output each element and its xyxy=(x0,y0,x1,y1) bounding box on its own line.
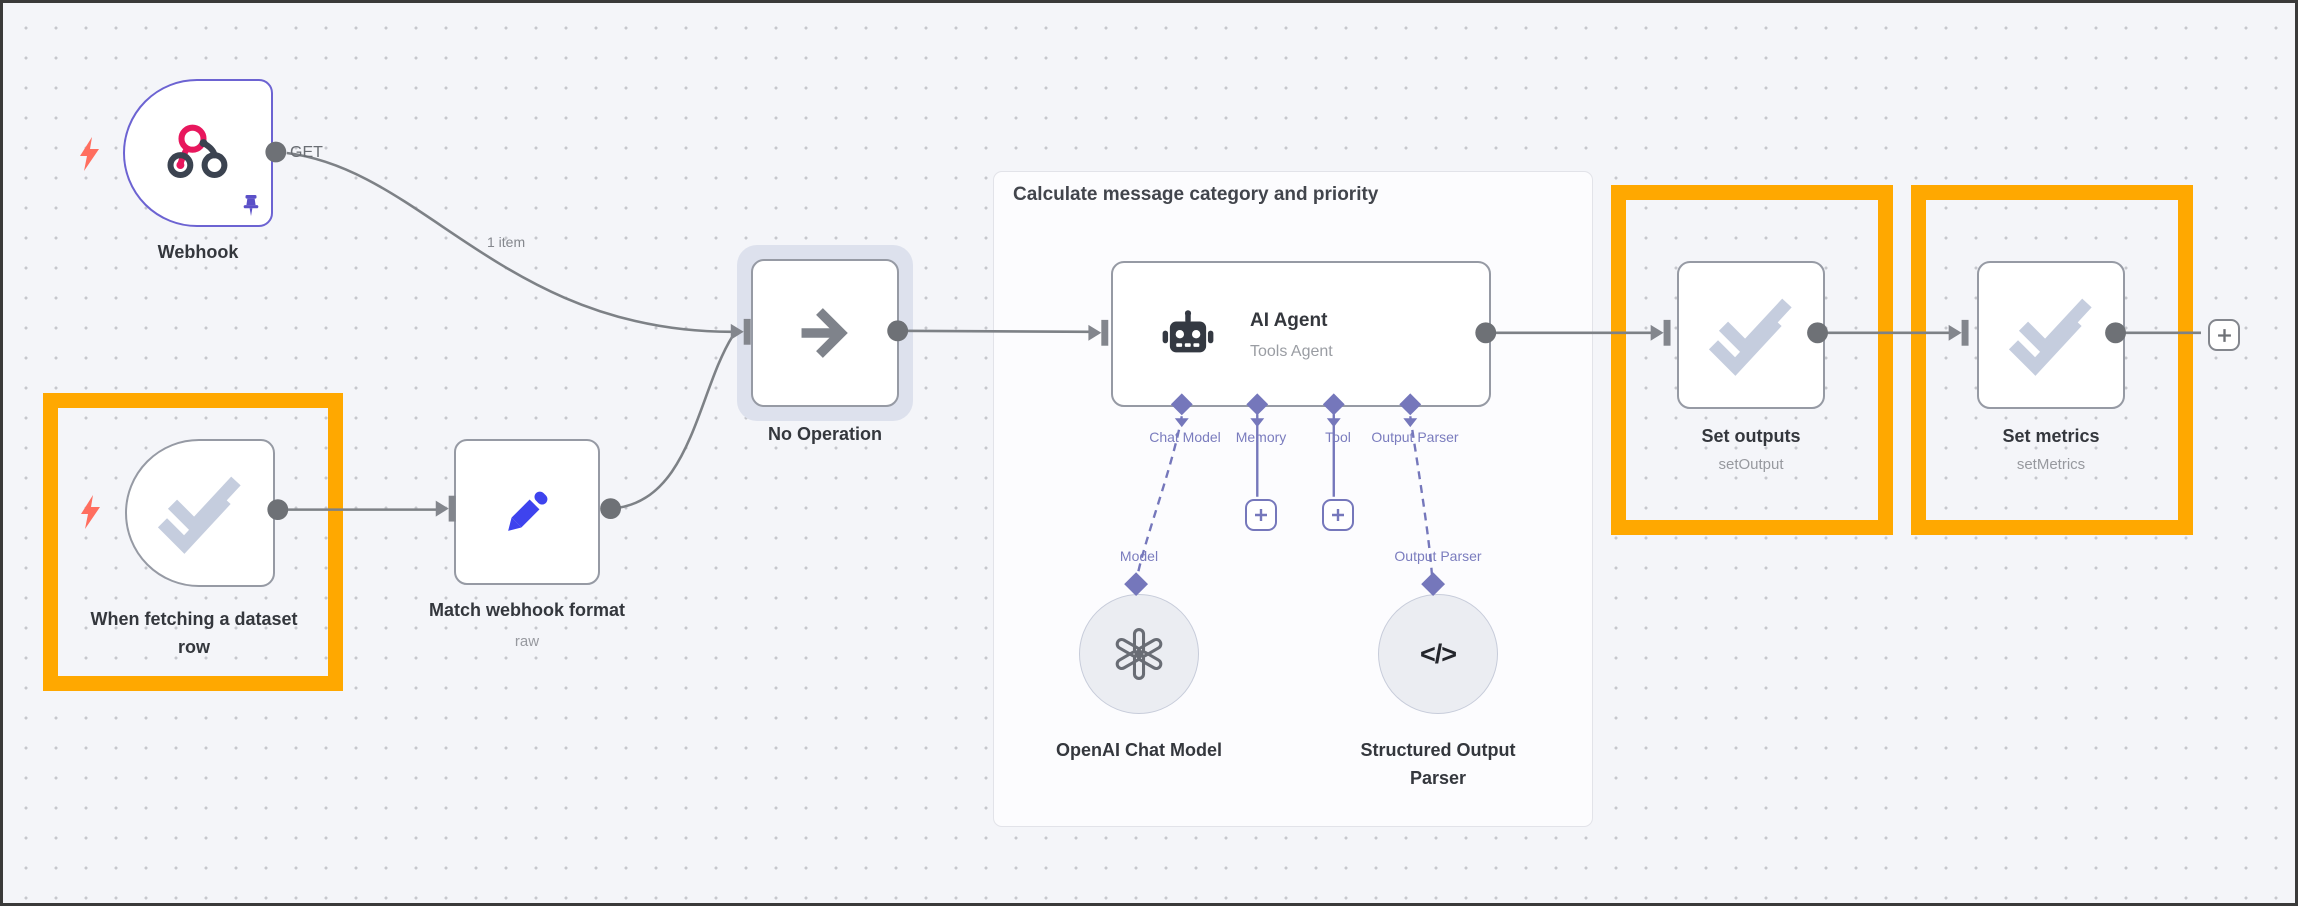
port-label-chat-model: Chat Model xyxy=(1149,429,1221,445)
node-webhook[interactable] xyxy=(123,79,273,227)
double-check-icon xyxy=(157,470,243,556)
plus-icon xyxy=(1255,509,1267,521)
node-label-dataset-trigger-line1: When fetching a dataset xyxy=(90,609,298,629)
node-label-webhook: Webhook xyxy=(157,242,239,262)
add-memory-button[interactable] xyxy=(1245,499,1277,531)
node-match-webhook-format[interactable] xyxy=(454,439,600,585)
double-check-icon xyxy=(2008,292,2094,378)
subport-label-output-parser: Output Parser xyxy=(1394,548,1482,564)
node-label-dataset-trigger-line2: row xyxy=(177,637,211,657)
double-check-icon xyxy=(1708,292,1794,378)
highlight-frame-set-outputs xyxy=(1611,185,1893,535)
node-dataset-trigger[interactable] xyxy=(125,439,275,587)
robot-icon xyxy=(1159,307,1217,365)
edge-match-to-no-operation[interactable] xyxy=(610,335,734,510)
port-label-output-parser: Output Parser xyxy=(1371,429,1459,445)
node-subtitle-set-outputs: setOutput xyxy=(1718,456,1784,473)
plus-icon xyxy=(2217,328,2231,342)
node-label-openai-chat-model: OpenAI Chat Model xyxy=(1056,740,1222,760)
node-no-operation[interactable] xyxy=(751,259,899,407)
node-subtitle-match-webhook: raw xyxy=(514,633,540,650)
node-subtitle-set-metrics: setMetrics xyxy=(2016,456,2086,473)
node-label-structured-output-parser-line2: Parser xyxy=(1409,768,1467,788)
pencil-icon xyxy=(495,480,559,544)
port-label-memory: Memory xyxy=(1235,429,1287,445)
pin-icon xyxy=(240,194,262,218)
subport-label-model: Model xyxy=(1119,548,1159,564)
node-set-outputs[interactable] xyxy=(1677,261,1825,409)
node-subtitle-ai-agent: Tools Agent xyxy=(1250,343,1333,360)
node-label-ai-agent: AI Agent xyxy=(1250,310,1328,331)
input-match xyxy=(435,495,456,522)
node-label-set-outputs: Set outputs xyxy=(1701,426,1801,446)
node-set-metrics[interactable] xyxy=(1977,261,2125,409)
plus-icon xyxy=(1332,509,1344,521)
port-label-tool: Tool xyxy=(1325,429,1351,445)
node-label-no-operation: No Operation xyxy=(767,424,883,444)
highlight-frame-dataset-trigger xyxy=(43,393,343,691)
edge-items-count: 1 item xyxy=(487,234,526,250)
openai-logo-icon xyxy=(1110,625,1168,683)
highlight-frame-set-metrics xyxy=(1911,185,2193,535)
node-openai-chat-model[interactable] xyxy=(1079,594,1199,714)
node-ai-agent[interactable]: AI Agent Tools Agent xyxy=(1111,261,1491,407)
code-icon: </> xyxy=(1419,638,1457,669)
node-label-set-metrics: Set metrics xyxy=(2002,426,2100,446)
node-label-match-webhook: Match webhook format xyxy=(428,600,626,620)
node-label-structured-output-parser-line1: Structured Output xyxy=(1360,740,1516,760)
add-tool-button[interactable] xyxy=(1322,499,1354,531)
trigger-lightning-icon xyxy=(79,493,103,531)
webhook-icon xyxy=(165,120,231,186)
webhook-method-label: GET xyxy=(290,144,323,161)
trigger-lightning-icon xyxy=(78,135,102,173)
group-title: Calculate message category and priority xyxy=(1013,184,1379,205)
output-match xyxy=(600,498,622,520)
node-structured-output-parser[interactable]: </> xyxy=(1378,594,1498,714)
add-node-button[interactable] xyxy=(2208,319,2240,351)
arrow-right-icon xyxy=(793,301,857,365)
